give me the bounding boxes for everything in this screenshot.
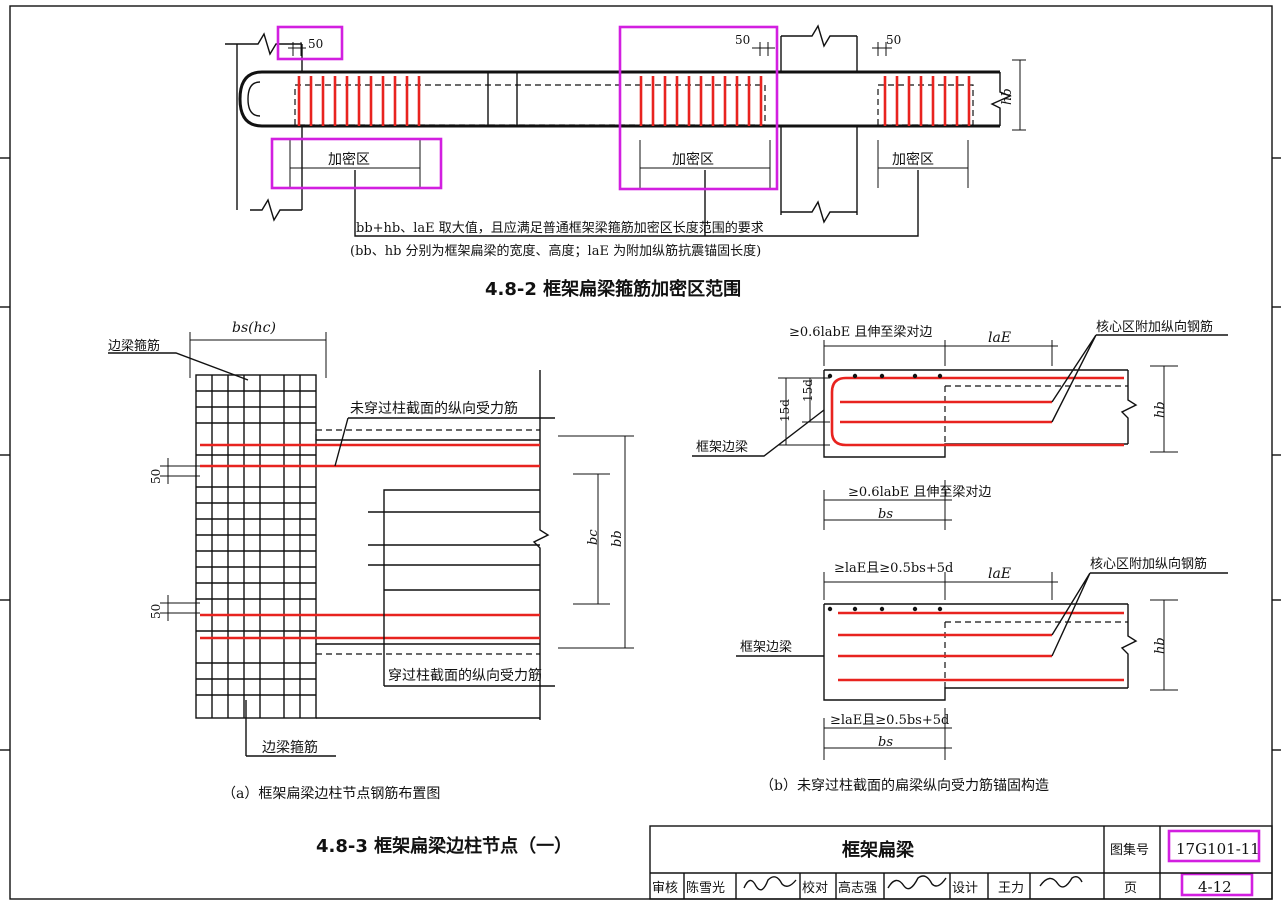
fig-a-subcaption: （a）框架扁梁边柱节点钢筋布置图 [222,785,440,802]
fig-b-top-detail: ≥0.6labE 且伸至梁对边 laE 核心区附加纵向钢筋 框架边梁 15d 1… [692,319,1228,530]
top-corner-dots [827,373,943,379]
label-edge-stirrup-bottom: 边梁箍筋 [262,739,318,756]
top-dim-lae: laE [988,330,1011,346]
dim-50-b: 50 [149,604,163,619]
top-15d-b: 15d [801,379,815,402]
check-label: 校对 [802,880,828,896]
stirrups-group-middle [639,76,763,126]
top-dim-left: ≥0.6labE 且伸至梁对边 [789,325,932,340]
bot-bs: bs [878,735,893,750]
checker-name: 高志强 [838,880,877,896]
page-label: 页 [1124,881,1137,896]
bot-dim-lae: laE [988,566,1011,582]
highlight-box-50-left [276,25,344,61]
top-anchored-bars [830,376,1124,447]
fig-b-subcaption: （b）未穿过柱截面的扁梁纵向受力筋锚固构造 [760,777,1049,794]
top-edge-beam: 框架边梁 [696,440,748,455]
designer-signature [1039,875,1083,888]
top-15d-a: 15d [778,399,792,422]
dim-50-mid: 50 [735,33,750,47]
fig1-note-line2: (bb、hb 分别为框架扁梁的宽度、高度；laE 为附加纵筋抗震锚固长度) [350,243,761,259]
top-core-label: 核心区附加纵向钢筋 [1096,319,1213,335]
atlas-no: 17G101-11 [1176,840,1260,858]
designer-name: 王力 [998,881,1024,896]
top-hb: hb [1153,401,1168,418]
label-edge-stirrup-top: 边梁箍筋 [108,338,160,354]
label-not-through: 未穿过柱截面的纵向受力筋 [350,400,518,417]
label-through: 穿过柱截面的纵向受力筋 [388,667,542,684]
bars-not-through-column [368,489,540,600]
highlight-box-left-zone [270,137,443,190]
checker-signature [887,875,947,890]
dim-bc: bc [586,529,601,545]
zone-label-1: 加密区 [328,151,370,168]
fig-4-8-2-beam-elevation: 50 50 50 hb 加密区 加密区 加密区 bb+hb、laE 取大值，且应… [225,24,1026,300]
bot-edge-beam: 框架边梁 [740,640,792,655]
atlas-label: 图集号 [1110,842,1149,858]
review-label: 审核 [652,881,678,896]
title-block: 框架扁梁 图集号 17G101-11 审核 陈雪光 校对 高志强 设计 王力 页… [649,825,1273,900]
highlight-box-page-no [1180,872,1254,897]
dim-bs-hc: bs(hc) [232,320,276,336]
bot-bottom-dim: ≥laE且≥0.5bs+5d [830,713,949,728]
reviewer-name: 陈雪光 [686,880,725,896]
top-bs: bs [878,507,893,522]
page-no: 4-12 [1198,878,1232,896]
fig1-note-line1: bb+hb、laE 取大值，且应满足普通框架梁箍筋加密区长度范围的要求 [356,220,764,236]
design-label: 设计 [952,881,978,896]
fig-b-bottom-detail: ≥laE且≥0.5bs+5d laE 核心区附加纵向钢筋 框架边梁 hb ≥la… [736,556,1228,794]
bars-through-column [200,443,540,640]
reviewer-signature [743,876,797,891]
bottom-corner-dots [827,606,943,612]
dim-bb: bb [610,530,625,547]
bottom-straight-bars [838,611,1124,682]
top-bottom-dim: ≥0.6labE 且伸至梁对边 [848,485,991,500]
highlight-box-middle-zone [618,25,779,191]
fig-main-caption: 4.8-3 框架扁梁边柱节点（一） [316,835,572,857]
zone-label-3: 加密区 [892,151,934,168]
zone-label-2: 加密区 [672,151,714,168]
dim-hb: hb [1000,88,1015,105]
dim-50-left: 50 [308,37,323,51]
fig1-caption: 4.8-2 框架扁梁箍筋加密区范围 [485,278,741,300]
sheet-border [9,5,1273,900]
bot-hb: hb [1153,637,1168,654]
stirrups-group-left [297,76,421,126]
highlight-box-atlas-no [1167,829,1261,863]
fig-a-edge-column-joint: 边梁箍筋 bs(hc) 未穿过柱截面的纵向受力筋 穿过柱截面的纵向受力筋 边梁箍… [108,320,634,802]
stirrups-group-right [883,76,971,126]
dim-50-a: 50 [149,469,163,484]
bot-dim-left: ≥laE且≥0.5bs+5d [834,561,953,576]
column-grid-lines [196,375,316,718]
title-block-title: 框架扁梁 [842,839,915,861]
bot-core-label: 核心区附加纵向钢筋 [1090,556,1207,572]
dim-50-right: 50 [886,33,901,47]
